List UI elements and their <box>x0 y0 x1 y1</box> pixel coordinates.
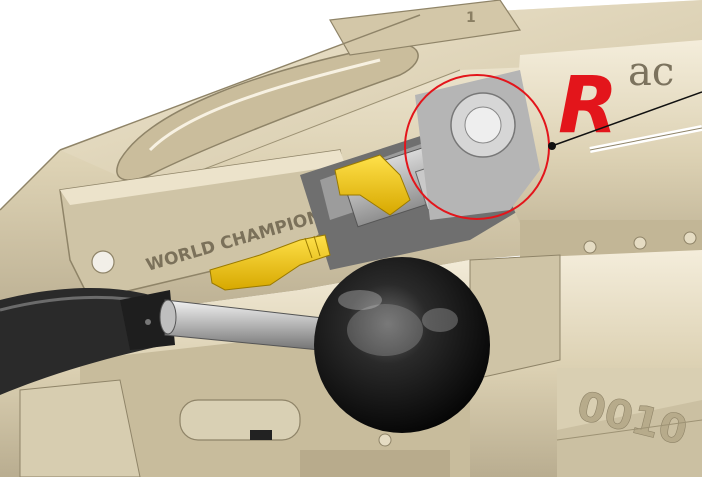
leader-dot <box>548 142 556 150</box>
yellow-trigger-lever <box>209 234 331 291</box>
yellow-lever-upper <box>334 154 411 216</box>
ball-knob <box>314 257 490 433</box>
engraved-plate: WORLD CHAMPION <box>59 149 351 301</box>
receiver-number: 1 <box>466 10 476 26</box>
brand-logo-letter: R <box>558 61 618 151</box>
detail-callout <box>404 70 702 220</box>
pin-head <box>91 250 115 274</box>
ejection-slot <box>116 43 419 181</box>
leader-line <box>548 91 702 148</box>
brand-logo: R ac <box>558 49 674 151</box>
black-grip <box>0 288 175 395</box>
brand-logo-tail: ac <box>628 49 674 95</box>
receiver-right-block <box>510 40 702 270</box>
inset-detail: 0010 <box>556 368 702 477</box>
